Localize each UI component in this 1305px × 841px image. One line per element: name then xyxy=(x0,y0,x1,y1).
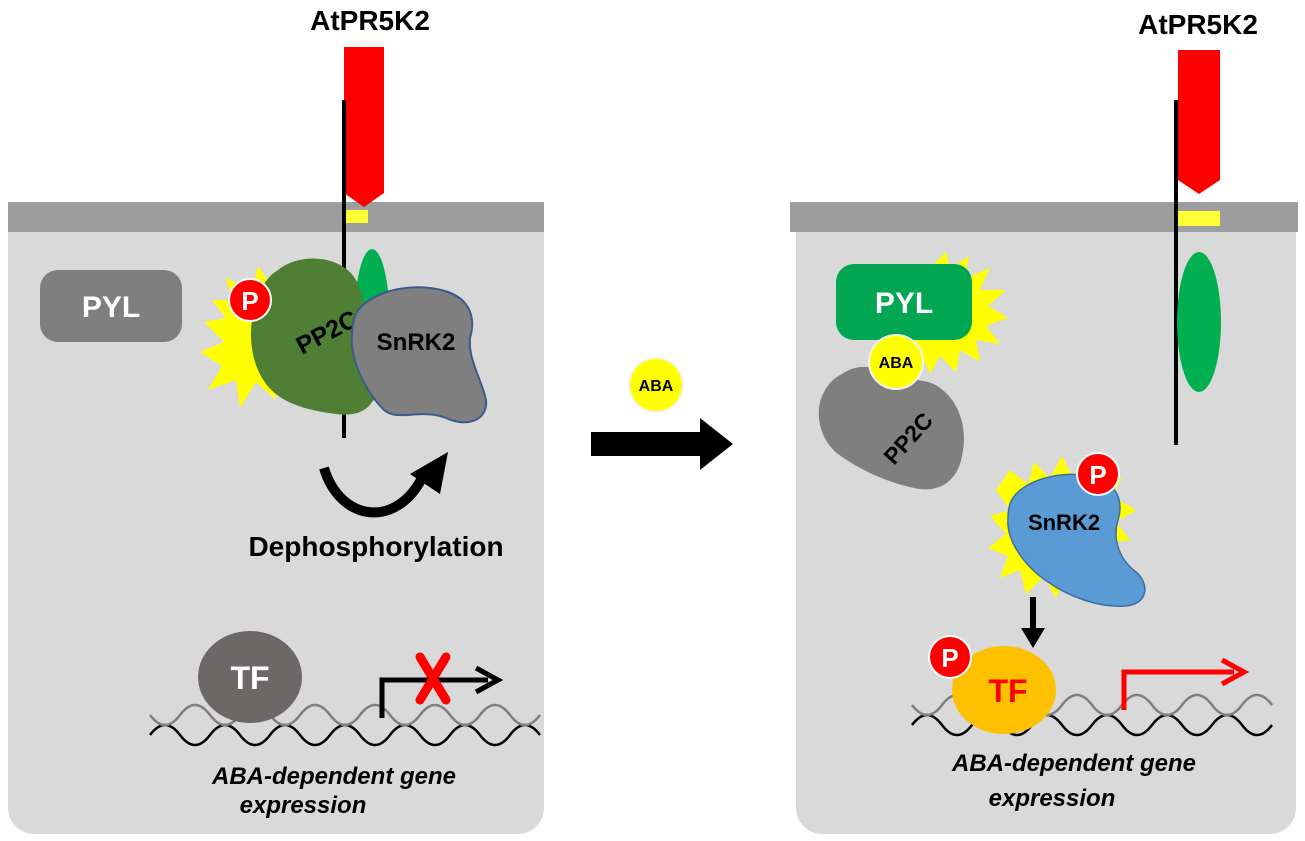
left-process-label: Dephosphorylation xyxy=(248,531,503,562)
right-receptor-kinase-domain xyxy=(1177,252,1221,392)
left-receptor-extracellular-domain xyxy=(344,47,384,207)
left-membrane xyxy=(8,202,544,232)
transition-aba-circle xyxy=(628,357,684,413)
right-pyl-label: PYL xyxy=(875,287,933,320)
right-receptor-tm-segment xyxy=(1178,211,1220,226)
left-blocked-x-icon xyxy=(415,652,451,705)
right-tf-label: TF xyxy=(988,673,1027,709)
right-receptor: AtPR5K2 xyxy=(1138,9,1258,445)
right-pp2c xyxy=(818,366,964,490)
transition-arrow-head xyxy=(700,418,733,470)
transition: ABA xyxy=(591,357,733,470)
right-receptor-label: AtPR5K2 xyxy=(1138,9,1258,40)
right-transcription-arrow xyxy=(1121,657,1250,710)
right-caption-line1: ABA-dependent gene xyxy=(951,750,1196,777)
right-aba-circle xyxy=(868,334,924,390)
left-tf xyxy=(198,631,302,723)
left-pyl: PYL xyxy=(40,270,182,342)
right-snrk2-phospho-circle xyxy=(1076,452,1120,496)
right-caption-line2: expression xyxy=(989,785,1116,812)
left-phospho-label: P xyxy=(241,286,258,316)
right-receptor-extracellular-domain xyxy=(1178,50,1220,194)
left-snrk2 xyxy=(350,286,488,424)
right-tf-phospho-circle xyxy=(928,635,972,679)
right-membrane xyxy=(790,202,1298,232)
transition-aba-label: ABA xyxy=(639,378,674,395)
left-transcription-arrow xyxy=(379,665,504,718)
left-receptor-label: AtPR5K2 xyxy=(310,5,430,36)
left-panel: AtPR5K2 PYL PP2C SnRK2 P Dephosphorylati… xyxy=(8,5,544,834)
left-snrk2-label: SnRK2 xyxy=(377,329,456,356)
right-tf-phospho-label: P xyxy=(941,643,958,673)
transition-arrow-shaft xyxy=(591,432,703,456)
right-panel: AtPR5K2 PYL PP2C ABA SnRK2 P xyxy=(790,9,1298,834)
left-pp2c xyxy=(251,258,377,415)
left-dna-helix xyxy=(149,703,541,747)
left-tf-label: TF xyxy=(230,660,269,696)
right-snrk2-label: SnRK2 xyxy=(1028,510,1100,535)
right-aba-label: ABA xyxy=(879,355,914,372)
right-activation-arrow xyxy=(1021,597,1045,648)
left-pyl-label: PYL xyxy=(82,291,140,324)
left-caption-line1: ABA-dependent gene xyxy=(211,763,456,790)
left-caption-line2: expression xyxy=(240,792,367,819)
left-dephosphorylation-arrow xyxy=(319,452,448,518)
left-phospho-circle xyxy=(228,278,272,322)
left-receptor-tm-segment xyxy=(346,210,368,223)
right-pyl: PYL xyxy=(836,264,972,340)
right-tf xyxy=(952,646,1056,734)
right-snrk2-phospho-label: P xyxy=(1089,460,1106,490)
